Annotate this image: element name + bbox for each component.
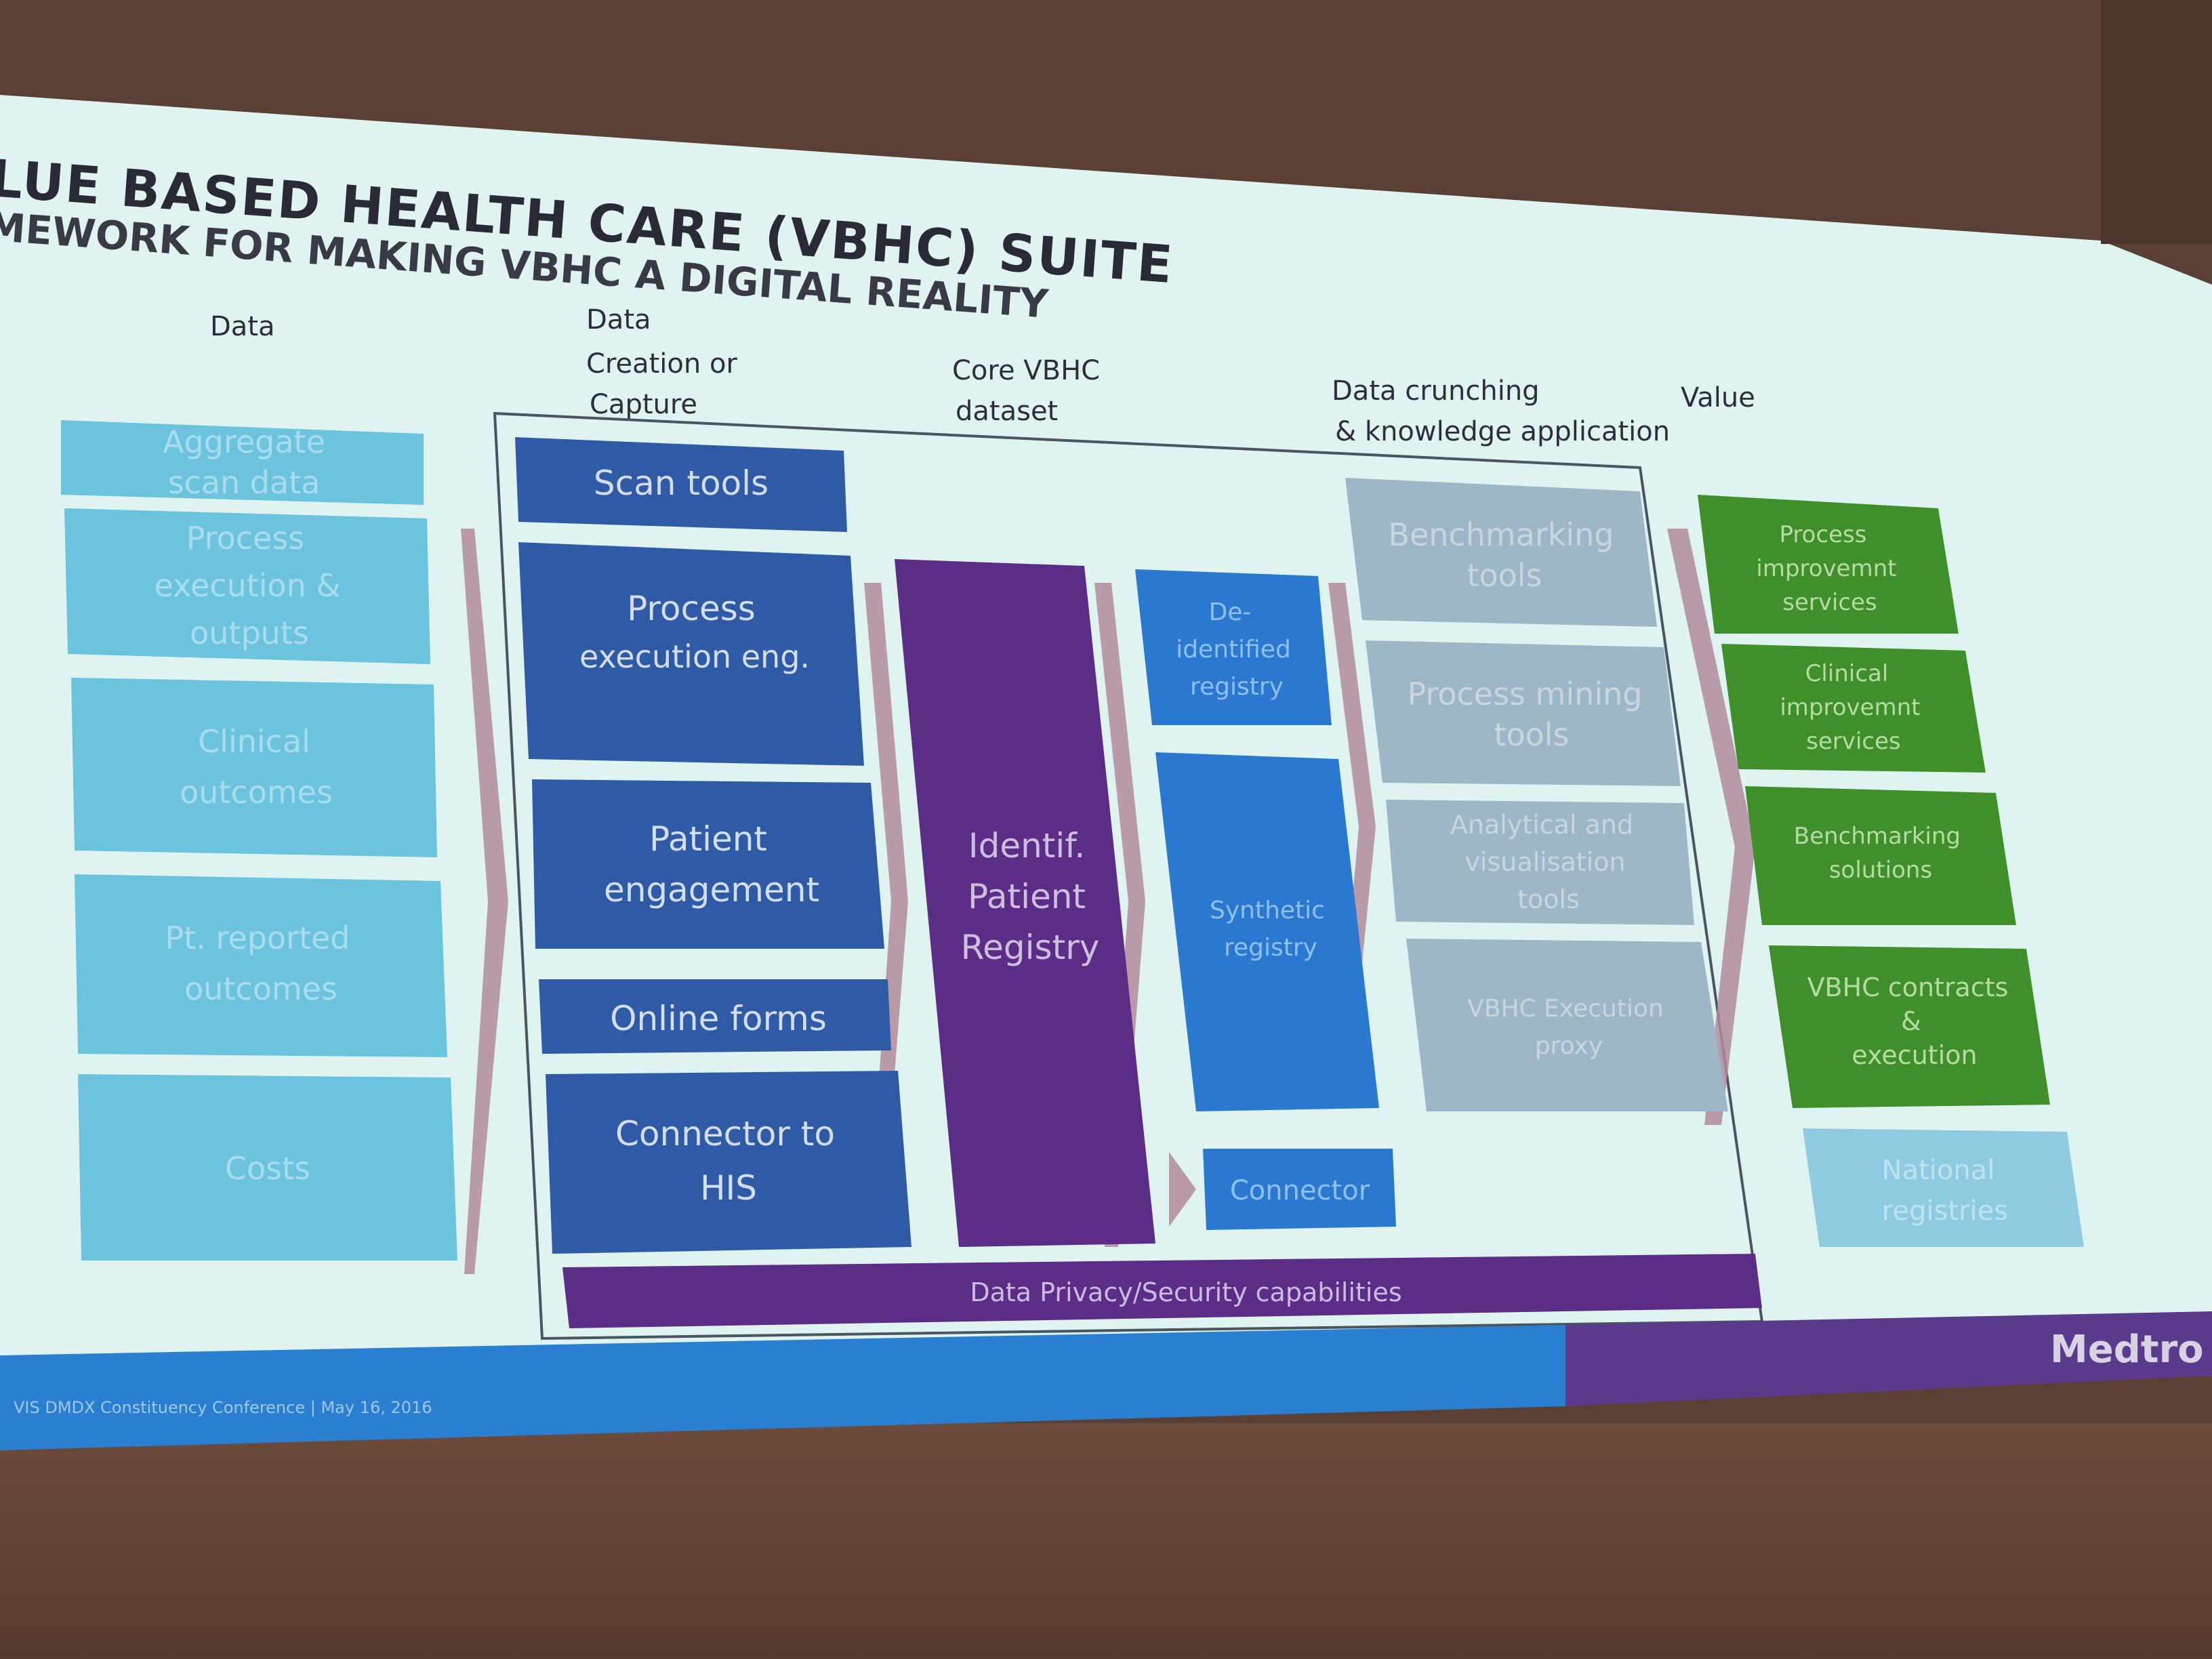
crunch-box-label: visualisation	[1465, 847, 1625, 877]
value-box-benchmark	[1745, 786, 2016, 925]
data-box-label: execution &	[155, 567, 341, 604]
capture-box-label: Scan tools	[594, 464, 769, 503]
value-box-label: VBHC contracts	[1807, 972, 2009, 1002]
data-box-label: Pt. reported	[165, 920, 350, 956]
value-box-label: execution	[1851, 1040, 1977, 1070]
value-box-label: improvemnt	[1780, 694, 1920, 721]
crunch-box-label: tools	[1494, 716, 1569, 753]
data-box-label: outputs	[190, 615, 309, 651]
value-box-label: solutions	[1829, 857, 1932, 884]
crunch-box-label: VBHC Execution	[1467, 995, 1664, 1023]
crunch-box-label: Benchmarking	[1388, 516, 1614, 553]
core-box-label: identified	[1176, 636, 1291, 663]
registry-label: Registry	[961, 928, 1100, 967]
privacy-bar	[562, 1254, 1762, 1328]
data-box-label: Aggregate	[163, 424, 325, 460]
crunch-box-label: Process mining	[1408, 676, 1643, 712]
core-column	[1135, 569, 1396, 1230]
capture-box-label: Patient	[649, 819, 767, 859]
crunch-box-execution	[1406, 939, 1728, 1111]
capture-box-label: Connector to	[615, 1114, 835, 1153]
footer-purple-band	[1565, 1311, 2212, 1406]
crunch-column	[1345, 478, 1728, 1111]
data-box-label: Process	[186, 520, 305, 556]
core-box-label: Connector	[1230, 1175, 1370, 1206]
capture-box-online	[539, 979, 891, 1054]
capture-box-connector	[546, 1071, 912, 1254]
capture-box-label: HIS	[700, 1168, 757, 1208]
value-box-label: Clinical	[1805, 660, 1889, 687]
crunch-box-label: proxy	[1535, 1032, 1603, 1060]
value-box-label: improvemnt	[1756, 555, 1896, 582]
privacy-bar-label: Data Privacy/Security capabilities	[970, 1277, 1401, 1307]
data-box-aggregate	[61, 420, 424, 505]
data-box-label: outcomes	[180, 774, 333, 811]
capture-box-label: Online forms	[610, 999, 827, 1038]
core-box-label: Synthetic	[1210, 897, 1325, 924]
registry-label: Identif.	[968, 826, 1085, 865]
data-box-pt-reported	[75, 874, 447, 1057]
header-creation-3: Capture	[590, 389, 697, 420]
value-box-label: Benchmarking	[1794, 823, 1961, 850]
header-value: Value	[1681, 382, 1755, 413]
room-floor	[0, 1423, 2212, 1659]
capture-box-process	[518, 542, 864, 766]
crunch-box-benchmark	[1345, 478, 1657, 627]
value-box-label: National	[1882, 1155, 1995, 1186]
footer-text: VIS DMDX Constituency Conference | May 1…	[14, 1398, 432, 1417]
header-creation-1: Data	[586, 304, 651, 335]
header-core-1: Core VBHC	[952, 355, 1100, 386]
value-box-label: services	[1806, 728, 1901, 755]
chevron-icon	[1169, 1152, 1196, 1227]
data-box-label: outcomes	[184, 970, 337, 1007]
core-box-synthetic	[1155, 752, 1379, 1111]
crunch-box-label: tools	[1517, 884, 1580, 914]
value-box-label: Process	[1780, 521, 1867, 548]
capture-box-label: Process	[627, 589, 756, 628]
header-crunch-1: Data crunching	[1332, 375, 1540, 407]
value-box-process	[1698, 495, 1959, 634]
core-box-label: registry	[1190, 673, 1284, 701]
core-box-deidentified	[1135, 569, 1332, 725]
value-box-vbhc	[1769, 945, 2050, 1108]
core-box-connector	[1203, 1149, 1396, 1230]
value-box-label: services	[1782, 589, 1877, 616]
capture-box-patient	[532, 779, 884, 949]
value-box-national	[1803, 1128, 2084, 1247]
value-box-label: &	[1901, 1006, 1921, 1036]
capture-box-scan	[515, 437, 847, 532]
crunch-box-process-mining	[1366, 640, 1681, 786]
crunch-box-analytical	[1386, 800, 1694, 925]
data-box-clinical	[71, 678, 437, 857]
identified-patient-registry	[895, 559, 1155, 1247]
value-box-clinical	[1721, 644, 1986, 773]
brand-logo: Medtro	[2050, 1328, 2204, 1372]
data-box-label: Costs	[225, 1150, 310, 1187]
data-box-label: scan data	[168, 464, 321, 501]
data-column	[61, 420, 457, 1261]
core-box-label: registry	[1224, 934, 1317, 962]
capture-box-label: execution eng.	[579, 638, 810, 675]
crunch-box-label: tools	[1467, 557, 1542, 594]
data-box-label: Clinical	[198, 723, 310, 760]
value-column	[1698, 495, 2084, 1247]
header-core-2: dataset	[956, 396, 1058, 427]
capture-column	[515, 437, 912, 1254]
column-headers: Data Data Creation or Capture Core VBHC …	[210, 304, 1755, 447]
header-data: Data	[210, 311, 275, 342]
core-box-label: De-	[1209, 598, 1252, 626]
data-box-process	[64, 508, 430, 664]
data-box-costs	[78, 1074, 457, 1261]
value-box-label: registries	[1882, 1195, 2008, 1227]
crunch-box-label: Analytical and	[1450, 810, 1633, 840]
registry-label: Patient	[968, 877, 1086, 916]
chevron-icon	[1667, 529, 1755, 1125]
chevron-icon	[461, 529, 508, 1274]
header-creation-2: Creation or	[586, 348, 737, 380]
header-crunch-2: & knowledge application	[1335, 416, 1670, 447]
capture-box-label: engagement	[604, 870, 819, 909]
footer-blue-band	[0, 1325, 1565, 1450]
